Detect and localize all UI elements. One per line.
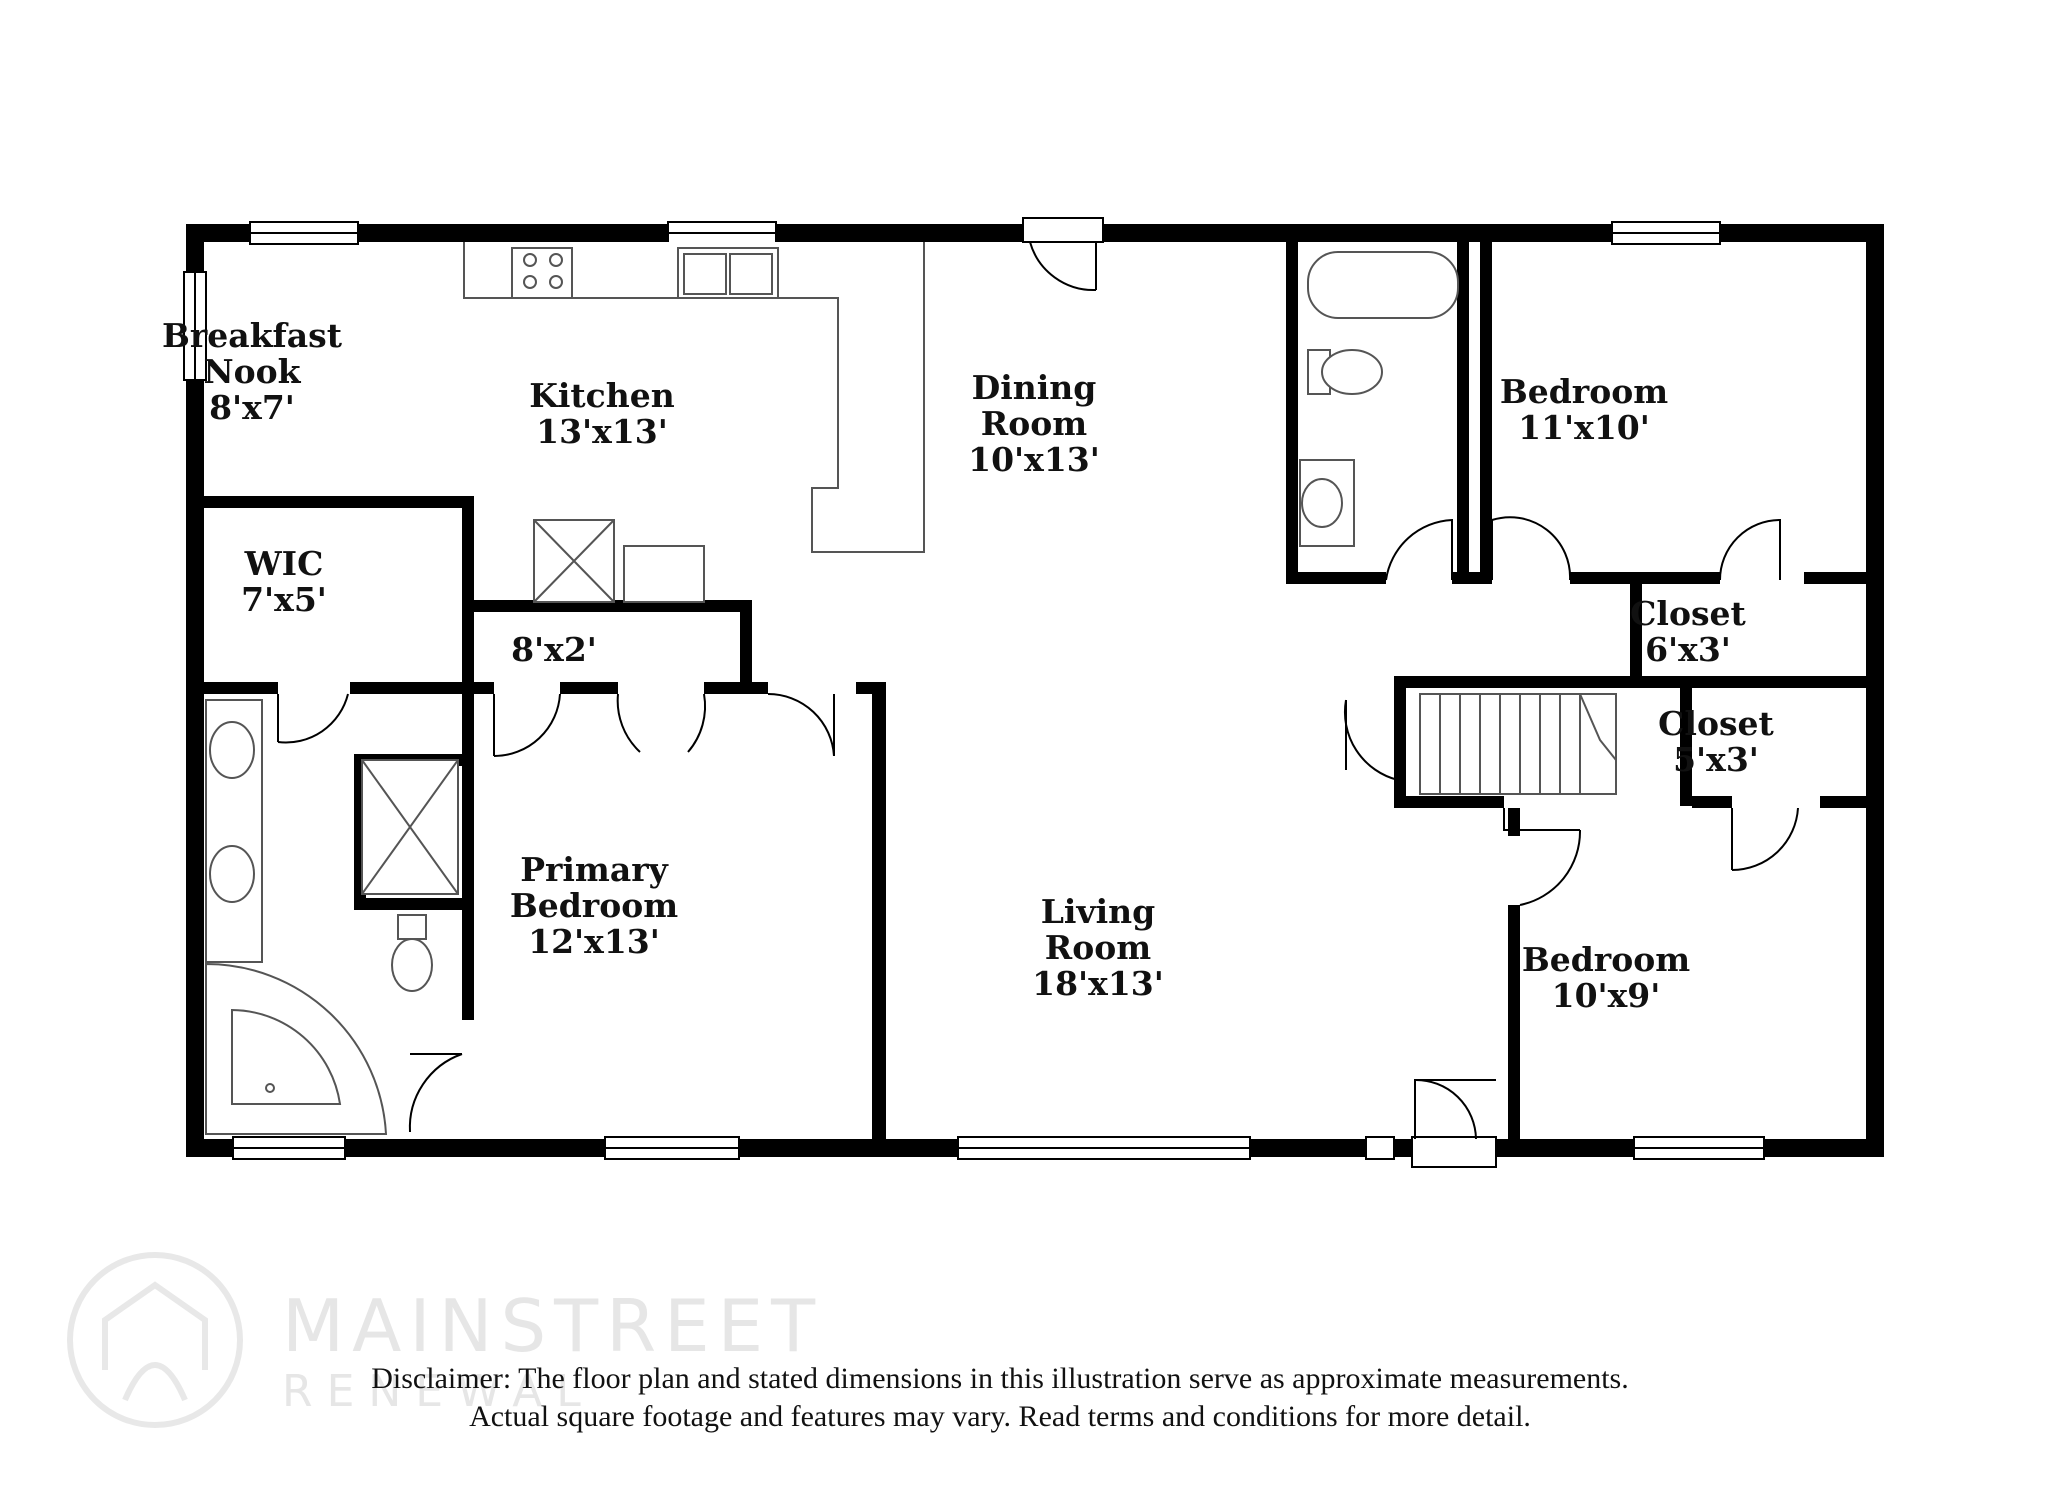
bedroom-bottom-label: Bedroom 10'x9': [1521, 940, 1691, 1015]
breakfast-nook-label: Breakfast Nook 8'x7': [162, 316, 342, 427]
mainstreet-logo-icon: [67, 1252, 243, 1428]
closet-5x3-label: Closet 5'x3': [1658, 704, 1774, 779]
primary-toilet-icon: [391, 938, 433, 992]
interior-doors: [277, 516, 1799, 1133]
closet-6x3-label: Closet 6'x3': [1630, 594, 1746, 669]
hall-closet-label: 8'x2': [511, 630, 597, 669]
interior-walls: [204, 242, 1874, 1157]
dining-room-label: Dining Room 10'x13': [968, 368, 1100, 479]
living-room-label: Living Room 18'x13': [1032, 892, 1164, 1003]
disclaimer-line-1: Disclaimer: The floor plan and stated di…: [371, 1362, 1629, 1395]
bathtub-icon: [1307, 251, 1459, 319]
stairs-icon: [1419, 693, 1617, 795]
stove-icon: [511, 247, 573, 299]
fixtures: [205, 242, 1617, 1135]
entry-doors: [1022, 217, 1497, 1168]
watermark-brand: MAINSTREET: [282, 1284, 824, 1368]
kitchen-label: Kitchen 13'x13': [529, 376, 675, 451]
disclaimer-line-2: Actual square footage and features may v…: [469, 1400, 1531, 1433]
wic-label: WIC 7'x5': [241, 544, 327, 619]
watermark-subbrand: RENEWAL: [282, 1366, 595, 1417]
primary-bedroom-label: Primary Bedroom 12'x13': [509, 850, 679, 961]
bedroom-top-label: Bedroom 11'x10': [1499, 372, 1669, 447]
windows: [183, 221, 1765, 1160]
